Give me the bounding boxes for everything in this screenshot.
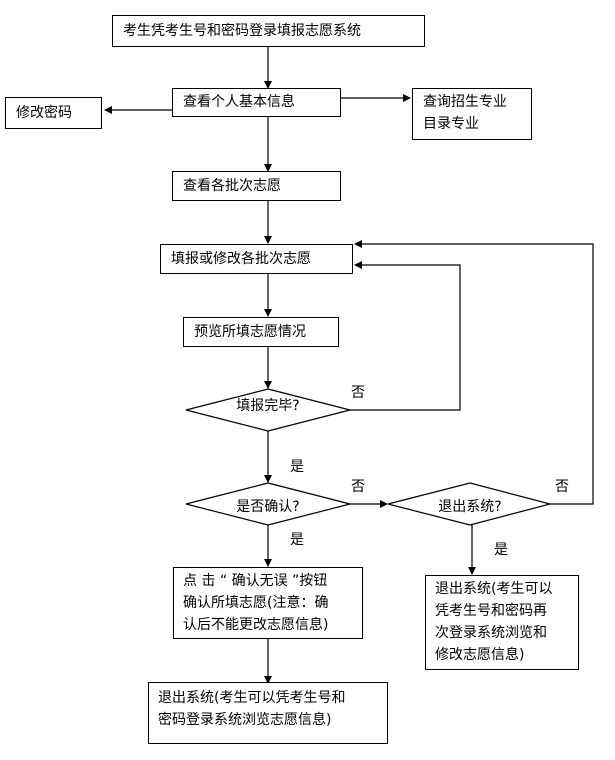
node-confirm-action-line: 认后不能更改志愿信息)	[183, 617, 329, 633]
decision-done-text: 填报完毕?	[236, 398, 300, 414]
node-exit-reenter: 退出系统(考生可以 凭考生号和密码再 次登录系统浏览和 修改志愿信息)	[425, 575, 579, 670]
node-view-batches-text: 查看各批次志愿	[183, 178, 281, 194]
node-login: 考生凭考生号和密码登录填报志愿系统	[112, 15, 425, 47]
decision-done-shape	[185, 388, 351, 432]
node-login-text: 考生凭考生号和密码登录填报志愿系统	[123, 23, 361, 39]
node-change-password: 修改密码	[5, 97, 102, 129]
edge-label-done-no: 否	[351, 385, 365, 401]
edge-label-exit-no: 否	[555, 479, 569, 495]
node-preview: 预览所填志愿情况	[183, 317, 339, 347]
node-change-password-text: 修改密码	[16, 105, 72, 121]
node-view-info-text: 查看个人基本信息	[183, 94, 295, 110]
edge-done-no-loop	[350, 261, 461, 411]
node-view-info: 查看个人基本信息	[172, 88, 341, 117]
node-exit-final-line: 密码登录系统浏览志愿信息)	[158, 712, 332, 728]
node-confirm-action: 点 击 “ 确认无误 ”按钮 确认所填志愿(注意：确 认后不能更改志愿信息)	[173, 567, 363, 639]
node-fill-modify: 填报或修改各批次志愿	[160, 244, 353, 274]
node-query-majors-line: 目录专业	[423, 116, 479, 132]
edge-label-confirm-no: 否	[351, 479, 365, 495]
decision-exit-shape	[387, 482, 553, 526]
node-exit-reenter-line: 修改志愿信息)	[435, 647, 525, 663]
node-confirm-action-line: 点 击 “ 确认无误 ”按钮	[183, 573, 328, 589]
node-confirm-action-line: 确认所填志愿(注意：确	[183, 595, 329, 611]
edge-label-done-yes: 是	[290, 459, 304, 475]
decision-confirm-text: 是否确认?	[236, 499, 300, 515]
edge-exit-no-loop	[354, 240, 594, 505]
node-exit-reenter-line: 次登录系统浏览和	[435, 625, 547, 641]
decision-confirm-shape	[185, 482, 351, 526]
node-fill-modify-text: 填报或修改各批次志愿	[171, 251, 311, 267]
node-view-batches: 查看各批次志愿	[172, 171, 341, 201]
node-exit-final-line: 退出系统(考生可以凭考生号和	[158, 690, 346, 706]
node-query-majors: 查询招生专业 目录专业	[412, 88, 532, 140]
decision-exit-text: 退出系统?	[438, 499, 502, 515]
edge-label-confirm-yes: 是	[290, 532, 304, 548]
node-exit-reenter-line: 退出系统(考生可以	[435, 581, 553, 597]
node-exit-reenter-line: 凭考生号和密码再	[435, 603, 547, 619]
edge-label-exit-yes: 是	[494, 542, 508, 558]
node-query-majors-line: 查询招生专业	[423, 94, 507, 110]
node-exit-final: 退出系统(考生可以凭考生号和 密码登录系统浏览志愿信息)	[148, 682, 388, 744]
node-preview-text: 预览所填志愿情况	[194, 324, 306, 340]
